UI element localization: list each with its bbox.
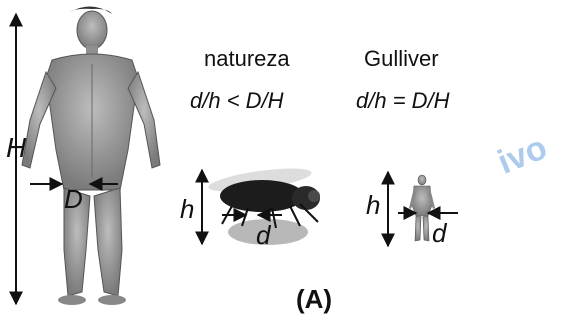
nature-title: natureza — [204, 48, 290, 70]
human-figure-large — [22, 6, 160, 305]
width-label-large: D — [64, 186, 83, 212]
gulliver-height-label: h — [366, 192, 380, 218]
nature-relation: d/h < D/H — [190, 90, 284, 112]
gulliver-title: Gulliver — [364, 48, 439, 70]
fly-height-label: h — [180, 196, 194, 222]
fly-width-label: d — [256, 222, 270, 248]
gulliver-width-label: d — [432, 220, 446, 246]
panel-label: (A) — [296, 286, 332, 312]
gulliver-relation: d/h = D/H — [356, 90, 450, 112]
height-label-large: H — [6, 134, 26, 162]
